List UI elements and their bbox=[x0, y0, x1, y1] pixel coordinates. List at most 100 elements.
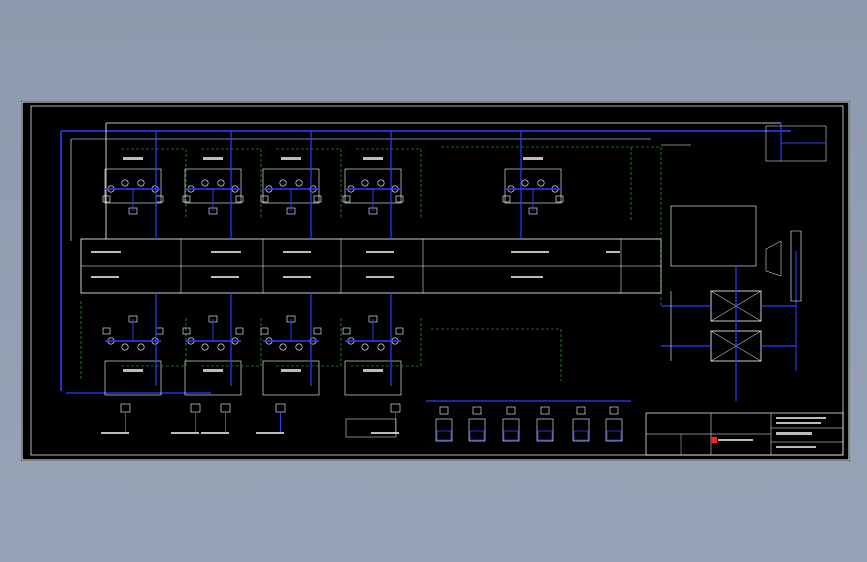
valve-icon bbox=[102, 195, 111, 203]
pump-icon bbox=[217, 179, 225, 187]
valve-icon bbox=[342, 195, 351, 203]
tank-level bbox=[606, 430, 622, 441]
valve-icon bbox=[395, 195, 404, 203]
right-manifold bbox=[661, 125, 827, 401]
tank-icon bbox=[468, 418, 486, 442]
pump-icon bbox=[377, 179, 385, 187]
tank-level bbox=[573, 430, 589, 441]
pump-station bbox=[342, 315, 404, 396]
tag-mark bbox=[363, 369, 383, 372]
tag-mark bbox=[281, 369, 301, 372]
tank-level bbox=[503, 430, 519, 441]
valve-icon bbox=[260, 195, 269, 203]
tank-level bbox=[436, 430, 452, 441]
station-loop bbox=[184, 360, 242, 396]
instrument-icon bbox=[576, 406, 586, 415]
pump-icon bbox=[217, 343, 225, 351]
instrument-icon bbox=[120, 403, 131, 413]
tank-level bbox=[469, 430, 485, 441]
valve-icon bbox=[260, 327, 269, 335]
station-loop bbox=[344, 360, 402, 396]
pump-icon bbox=[201, 343, 209, 351]
title-block bbox=[645, 412, 844, 456]
tank-icon bbox=[605, 418, 623, 442]
instrument-icon bbox=[190, 403, 201, 413]
inner-frame bbox=[30, 105, 844, 456]
pump-icon bbox=[361, 343, 369, 351]
pump-icon bbox=[121, 179, 129, 187]
process-bus bbox=[80, 238, 662, 294]
tag-mark bbox=[123, 369, 143, 372]
pump-station bbox=[260, 157, 322, 215]
tank-row bbox=[426, 400, 631, 442]
instrument-icon bbox=[439, 406, 449, 415]
pump-icon bbox=[361, 179, 369, 187]
valve-icon bbox=[313, 195, 322, 203]
pump-icon bbox=[137, 179, 145, 187]
tank-icon bbox=[435, 418, 453, 442]
upper-stations bbox=[102, 157, 564, 215]
pump-icon bbox=[279, 179, 287, 187]
signal-lines bbox=[80, 146, 662, 381]
tag-mark bbox=[523, 157, 543, 160]
valve-icon bbox=[182, 195, 191, 203]
instrument-icon bbox=[506, 406, 516, 415]
valve-icon bbox=[313, 327, 322, 335]
station-loop bbox=[104, 360, 162, 396]
instrument-icon bbox=[275, 403, 286, 413]
instrument-icon bbox=[390, 403, 401, 413]
drawing-sheet[interactable] bbox=[21, 101, 850, 461]
pump-icon bbox=[295, 343, 303, 351]
control-box bbox=[345, 418, 397, 438]
instrument-icon bbox=[609, 406, 619, 415]
pump-icon bbox=[377, 343, 385, 351]
instrument-icon bbox=[220, 403, 231, 413]
pump-station bbox=[182, 157, 244, 215]
pump-station bbox=[102, 157, 164, 215]
lower-stations bbox=[102, 315, 404, 396]
outer-frame bbox=[21, 101, 850, 461]
pump-icon bbox=[295, 179, 303, 187]
instrument-icon bbox=[540, 406, 550, 415]
tank-icon bbox=[536, 418, 554, 442]
pump-icon bbox=[537, 179, 545, 187]
valve-icon bbox=[555, 195, 564, 203]
tag-mark bbox=[203, 369, 223, 372]
pump-station bbox=[102, 315, 164, 396]
instrument-icon bbox=[472, 406, 482, 415]
valve-icon bbox=[102, 327, 111, 335]
valve-icon bbox=[235, 195, 244, 203]
tag-mark bbox=[171, 432, 199, 434]
pump-station bbox=[502, 157, 564, 215]
branch-risers bbox=[155, 131, 522, 386]
valve-icon bbox=[155, 327, 164, 335]
valve-icon bbox=[235, 327, 244, 335]
tag-mark bbox=[281, 157, 301, 160]
pump-station bbox=[182, 315, 244, 396]
instrument-groups bbox=[101, 403, 401, 438]
valve-icon bbox=[342, 327, 351, 335]
tank-icon bbox=[502, 418, 520, 442]
pump-icon bbox=[201, 179, 209, 187]
tag-mark bbox=[256, 432, 284, 434]
tag-mark bbox=[101, 432, 129, 434]
pump-icon bbox=[137, 343, 145, 351]
pump-icon bbox=[521, 179, 529, 187]
valve-icon bbox=[502, 195, 511, 203]
tag-mark bbox=[123, 157, 143, 160]
station-loop bbox=[262, 360, 320, 396]
pump-station bbox=[342, 157, 404, 215]
pump-icon bbox=[121, 343, 129, 351]
valve-icon bbox=[182, 327, 191, 335]
tank-icon bbox=[572, 418, 590, 442]
pump-icon bbox=[279, 343, 287, 351]
valve-icon bbox=[155, 195, 164, 203]
pump-station bbox=[260, 315, 322, 396]
tag-mark bbox=[201, 432, 229, 434]
tag-mark bbox=[371, 432, 399, 434]
tank-level bbox=[537, 430, 553, 441]
top-headers bbox=[60, 122, 791, 394]
tag-mark bbox=[363, 157, 383, 160]
tag-mark bbox=[203, 157, 223, 160]
